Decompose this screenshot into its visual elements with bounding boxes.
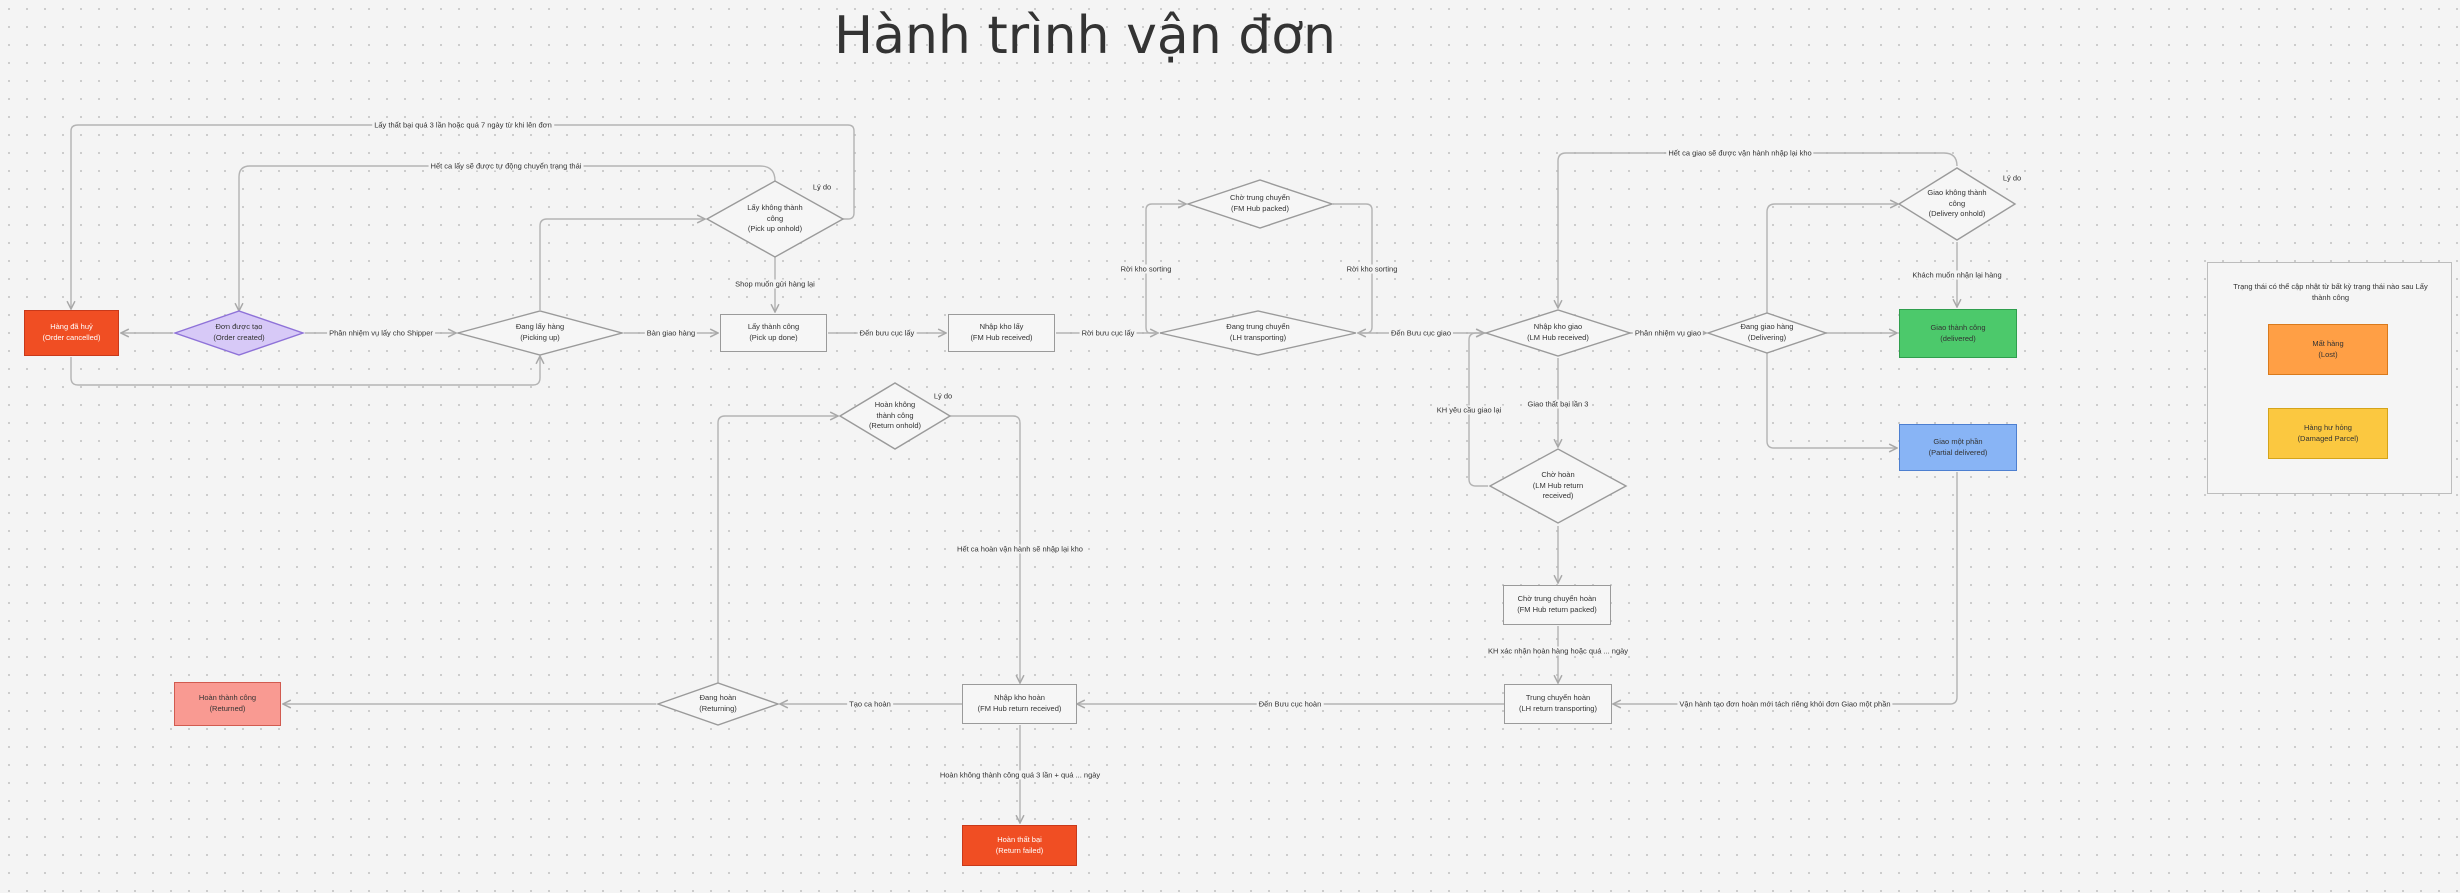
node-created-shape (172, 310, 306, 356)
edge-label-split-return: Vận hành tạo đơn hoàn mới tách riêng khỏ… (1677, 699, 1893, 709)
edge-label-arrive-pick-hub: Đến bưu cục lấy (857, 328, 917, 338)
edge-picking-to-pickonhold (539, 219, 705, 310)
node-returning-shape (655, 682, 781, 726)
node-fm-hub-return-received[interactable]: Nhập kho hoàn (FM Hub return received) (962, 684, 1077, 724)
node-pick-up-onhold[interactable]: Lấy không thành công (Pick up onhold) (747, 202, 803, 234)
edge-label-delivery-restock: Hết ca giao sẽ được vận hành nhập lại kh… (1666, 148, 1814, 158)
node-fmpacked-shape (1185, 179, 1335, 229)
edge-label-customer-accepts: Khách muốn nhận lại hàng (1910, 270, 2004, 280)
legend-title: Trạng thái có thể cập nhật từ bất kỳ trạ… (2233, 282, 2428, 303)
edge-label-handover: Bàn giao hàng (644, 328, 698, 338)
node-order-cancelled[interactable]: Hàng đã huỷ (Order cancelled) (24, 310, 119, 356)
node-waiting-return-shape (1488, 448, 1628, 524)
node-return-onhold-shape (838, 382, 952, 450)
edge-pick-onhold-to-created (239, 165, 776, 311)
edge-label-arrive-return-hub: Đến Bưu cục hoàn (1256, 699, 1324, 709)
edge-label-arrive-delivery-hub: Đến Bưu cục giao (1388, 328, 1454, 338)
node-delivered[interactable]: Giao thành công (delivered) (1899, 309, 2017, 358)
page-title: Hành trình vận đơn (834, 6, 1336, 66)
edge-partial-to-lh-return (1613, 472, 1958, 704)
edge-deliveryonhold-to-lmreceived (1558, 152, 1958, 308)
edge-pick-fail-to-cancelled (71, 124, 855, 309)
node-return-failed[interactable]: Hoàn thất bại (Return failed) (962, 825, 1077, 866)
node-fm-hub-return-packed[interactable]: Chờ trung chuyển hoàn (FM Hub return pac… (1503, 585, 1611, 625)
edge-return-onhold-to-fmreturn (950, 415, 1020, 683)
edge-label-assign-delivery: Phân nhiệm vụ giao (1632, 328, 1704, 338)
edge-label-return-restock: Hết ca hoàn vận hành sẽ nhập lại kho (955, 544, 1085, 554)
edge-delivering-to-deliveryonhold (1766, 204, 1898, 313)
node-lmtransport-shape (1159, 310, 1357, 356)
node-lh-transporting[interactable]: Đang trung chuyển (LH transporting) (1226, 322, 1290, 342)
edge-returning-to-return-onhold (717, 416, 838, 683)
edge-label-leave-sorting-1: Rời kho sorting (1118, 264, 1174, 274)
edge-label-reason-pick: Lý do (812, 182, 832, 192)
edge-label-auto-change: Hết ca lấy sẽ được tự động chuyển trạng … (428, 161, 584, 171)
node-return-onhold[interactable]: Hoàn không thành công (Return onhold) (868, 399, 922, 431)
node-order-created[interactable]: Đơn được tạo (Order created) (213, 322, 265, 342)
edge-label-return-fail-limit: Hoàn không thành công quá 3 lần + quá ..… (937, 770, 1103, 780)
node-delivering[interactable]: Đang giao hàng (Delivering) (1740, 322, 1794, 342)
edge-label-return-confirm: KH xác nhận hoàn hàng hoặc quá ... ngày (1485, 646, 1631, 656)
node-lm-hub-return-received[interactable]: Chờ hoàn (LM Hub return received) (1532, 469, 1584, 501)
node-lh-return-transporting[interactable]: Trung chuyển hoàn (LH return transportin… (1504, 684, 1612, 724)
edge-label-leave-sorting-2: Rời kho sorting (1344, 264, 1400, 274)
edge-label-shop-resend: Shop muốn gửi hàng lại (733, 279, 817, 289)
edge-label-assign-pickup: Phân nhiệm vụ lấy cho Shipper (327, 328, 435, 338)
edge-label-customer-redeliver: KH yêu cầu giao lại (1434, 405, 1504, 415)
edge-delivering-to-partial (1766, 353, 1897, 448)
edge-label-create-return: Tạo ca hoàn (847, 699, 893, 709)
node-partial-delivered[interactable]: Giao một phần (Partial delivered) (1899, 424, 2017, 471)
node-returned[interactable]: Hoàn thành công (Returned) (174, 682, 281, 726)
legend-panel: Trạng thái có thể cập nhật từ bất kỳ trạ… (2207, 262, 2452, 494)
edge-cancelled-to-picking (70, 356, 540, 386)
edge-label-leave-pick-hub: Rời bưu cục lấy (1079, 328, 1137, 338)
node-pickonhold-shape (705, 180, 845, 258)
edge-label-reason-delivery: Lý do (2002, 173, 2022, 183)
node-fm-hub-packed[interactable]: Chờ trung chuyển (FM Hub packed) (1230, 193, 1290, 213)
node-delivering-shape (1705, 312, 1829, 354)
legend-damaged-parcel[interactable]: Hàng hư hỏng (Damaged Parcel) (2268, 408, 2388, 459)
node-lmreceived-shape (1483, 309, 1633, 357)
legend-lost[interactable]: Mất hàng (Lost) (2268, 324, 2388, 375)
node-lm-hub-received[interactable]: Nhập kho giao (LM Hub received) (1527, 322, 1589, 342)
edge-label-pick-fail-limit: Lấy thất bại quá 3 lần hoặc quá 7 ngày t… (372, 120, 554, 130)
edge-label-reason-return: Lý do (933, 391, 953, 401)
node-fm-hub-received[interactable]: Nhập kho lấy (FM Hub received) (948, 314, 1055, 352)
node-picking-shape (455, 310, 625, 356)
node-deliveryonhold-shape (1897, 167, 2017, 241)
node-delivery-onhold[interactable]: Giao không thành công (Delivery onhold) (1927, 187, 1987, 219)
node-pick-up-done[interactable]: Lấy thành công (Pick up done) (720, 314, 827, 352)
edge-label-third-fail: Giao thất bại lần 3 (1525, 399, 1591, 409)
node-returning[interactable]: Đang hoàn (Returning) (699, 693, 737, 713)
node-picking-up[interactable]: Đang lấy hàng (Picking up) (515, 322, 565, 342)
